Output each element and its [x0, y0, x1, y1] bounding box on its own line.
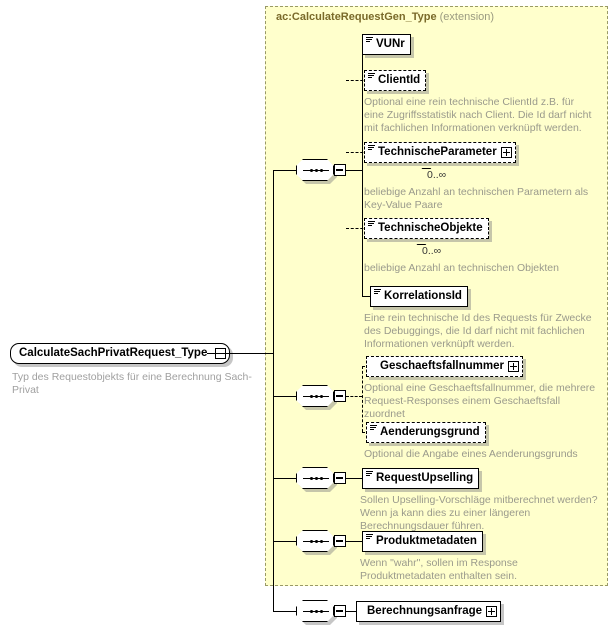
connector-sequence-1-spine — [362, 44, 363, 297]
sequence-node-1[interactable] — [296, 159, 346, 184]
extension-type-name: ac:CalculateRequestGen_Type — [276, 11, 437, 23]
element-requestupselling[interactable]: RequestUpselling — [362, 468, 480, 489]
sequence-node-4[interactable] — [296, 530, 346, 555]
connector-sequence-3-out — [346, 478, 362, 479]
sequence-4-collapse-icon[interactable] — [334, 535, 346, 547]
element-type-icon — [368, 73, 375, 79]
element-produktmetadaten-label: Produktmetadaten — [376, 535, 477, 547]
element-technischeparameter-cardinality: 0..∞ — [427, 169, 447, 181]
sequence-5-collapse-icon[interactable] — [334, 605, 346, 617]
element-clientid[interactable]: ClientId — [364, 70, 427, 91]
connector-sequence-1-out — [346, 170, 362, 171]
element-type-icon — [366, 471, 373, 477]
sequence-icon — [296, 530, 334, 552]
plus-box-icon[interactable] — [500, 147, 512, 158]
sequence-node-5[interactable] — [296, 600, 346, 625]
connector-to-korrelationsid — [362, 296, 370, 297]
sequence-node-2[interactable] — [296, 385, 346, 410]
connector-to-technischeobjekte — [346, 228, 368, 229]
element-technischeparameter-label: TechnischeParameter — [378, 146, 497, 158]
element-produktmetadaten-documentation: Wenn "wahr", sollen im Response Produktm… — [360, 557, 518, 582]
element-clientid-documentation: Optional eine rein technische ClientId z… — [364, 96, 592, 134]
element-aenderungsgrund[interactable]: Aenderungsgrund — [366, 422, 486, 443]
element-technischeparameter-documentation: beliebige Anzahl an technischen Paramete… — [364, 186, 589, 211]
element-aenderungsgrund-documentation: Optional die Angabe eines Aenderungsgrun… — [364, 448, 578, 460]
element-berechnungsanfrage-label: Berechnungsanfrage — [367, 605, 483, 617]
element-technischeobjekte-cardinality: 0..∞ — [422, 245, 442, 257]
root-type-label: CalculateSachPrivatRequest_Type — [19, 347, 208, 359]
connector-sequence-2-spine — [362, 366, 363, 432]
connector-to-technischeparameter — [346, 152, 368, 153]
sequence-1-collapse-icon[interactable] — [334, 164, 346, 176]
element-type-icon — [366, 37, 373, 43]
element-aenderungsgrund-label: Aenderungsgrund — [380, 426, 480, 438]
element-produktmetadaten[interactable]: Produktmetadaten — [362, 531, 483, 552]
sequence-icon — [296, 159, 334, 181]
element-vunr-label: VUNr — [376, 38, 405, 50]
extension-title-label: ac:CalculateRequestGen_Type (extension) — [276, 11, 494, 23]
element-vunr[interactable]: VUNr — [362, 34, 411, 55]
element-requestupselling-documentation: Sollen Upselling-Vorschläge mitberechnet… — [360, 494, 598, 532]
sequence-icon — [296, 385, 334, 407]
connector-trunk-to-sequence-5 — [273, 611, 296, 612]
connector-trunk-to-sequence-4 — [273, 541, 296, 542]
element-korrelationsid[interactable]: KorrelationsId — [370, 286, 468, 307]
element-clientid-label: ClientId — [378, 74, 421, 86]
element-type-icon — [366, 534, 373, 540]
element-type-icon — [368, 145, 375, 151]
plus-box-icon[interactable] — [486, 606, 498, 617]
element-geschaeftsfallnummer-label: Geschaeftsfallnummer — [380, 360, 504, 372]
sequence-node-3[interactable] — [296, 467, 346, 492]
connector-main-trunk — [273, 170, 274, 611]
root-type-box[interactable]: CalculateSachPrivatRequest_Type — [10, 343, 231, 364]
sequence-3-collapse-icon[interactable] — [334, 472, 346, 484]
element-technischeobjekte[interactable]: TechnischeObjekte — [364, 218, 489, 239]
element-type-icon — [370, 425, 377, 431]
connector-trunk-to-sequence-1 — [273, 170, 296, 171]
element-geschaeftsfallnummer-documentation: Optional eine Geschaeftsfallnummer, die … — [364, 382, 596, 420]
connector-sequence-2-out — [346, 396, 362, 397]
element-technischeobjekte-documentation: beliebige Anzahl an technischen Objekten — [364, 262, 559, 274]
element-berechnungsanfrage[interactable]: Berechnungsanfrage — [356, 601, 502, 622]
element-geschaeftsfallnummer[interactable]: Geschaeftsfallnummer — [366, 356, 523, 377]
connector-trunk-to-sequence-3 — [273, 478, 296, 479]
element-korrelationsid-documentation: Eine rein technische Id des Requests für… — [364, 312, 592, 350]
connector-root-to-trunk — [207, 353, 273, 354]
element-korrelationsid-label: KorrelationsId — [384, 290, 462, 302]
element-type-icon — [374, 289, 381, 295]
sequence-2-collapse-icon[interactable] — [334, 390, 346, 402]
element-requestupselling-label: RequestUpselling — [376, 472, 474, 484]
element-technischeparameter[interactable]: TechnischeParameter — [364, 142, 516, 163]
connector-sequence-4-out — [346, 541, 362, 542]
connector-to-clientid — [346, 80, 368, 81]
sequence-icon — [296, 467, 334, 489]
element-type-icon — [368, 221, 375, 227]
extension-type-suffix: (extension) — [439, 11, 495, 23]
connector-trunk-to-sequence-2 — [273, 396, 296, 397]
plus-box-icon[interactable] — [508, 361, 519, 372]
sequence-icon — [296, 600, 334, 622]
root-type-documentation: Typ des Requestobjekts für eine Berechnu… — [12, 371, 252, 396]
connector-sequence-5-out — [346, 611, 356, 612]
element-technischeobjekte-label: TechnischeObjekte — [378, 222, 483, 234]
